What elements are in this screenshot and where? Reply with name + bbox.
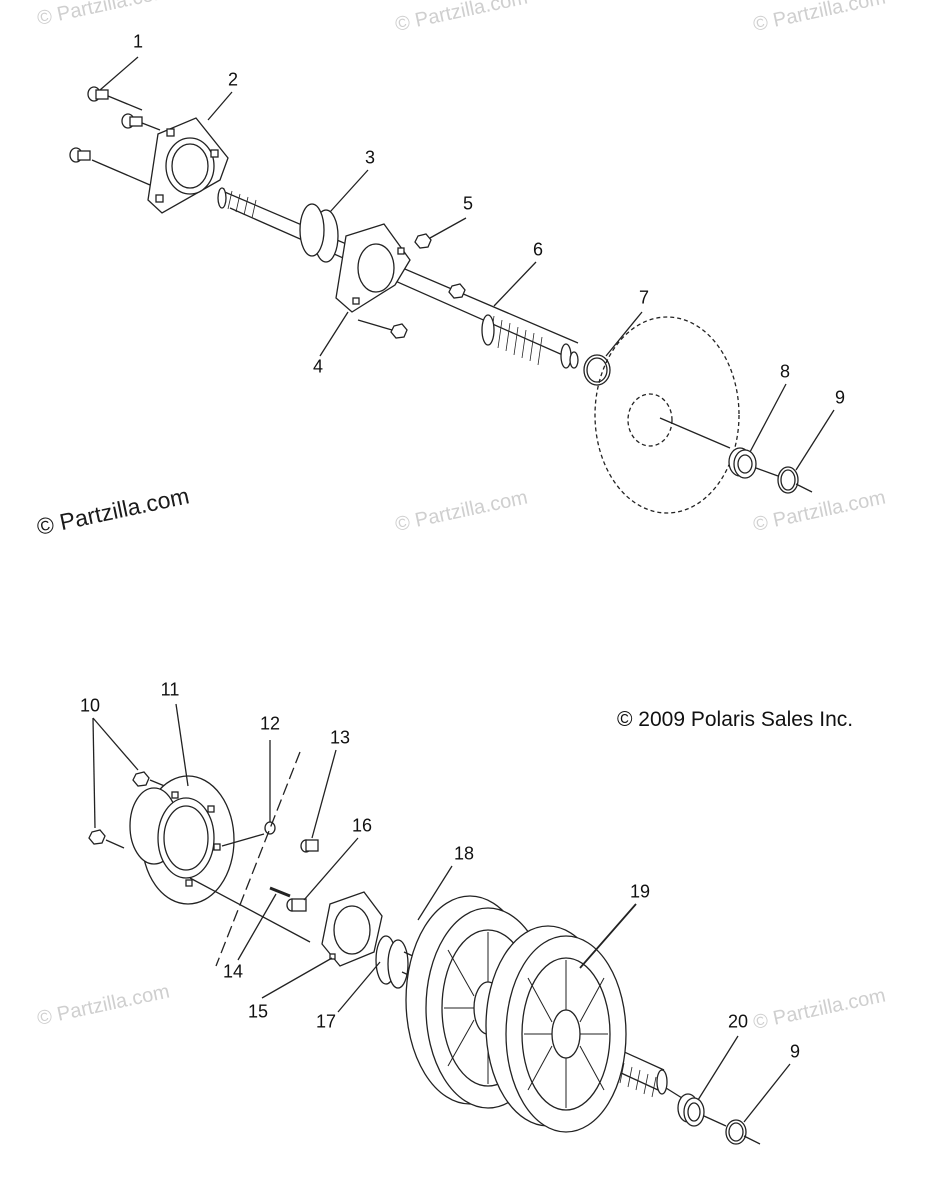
snap-ring: [725, 1119, 747, 1145]
lower-assembly: [88, 703, 791, 1145]
callout-label: 16: [351, 815, 373, 836]
callout-label: 8: [779, 361, 791, 382]
nut: [448, 283, 466, 299]
leader-line: [237, 893, 277, 961]
roll-pin: [269, 886, 291, 898]
leader-line: [429, 217, 467, 239]
drive-sprocket: [485, 925, 627, 1133]
screw: [121, 113, 161, 131]
snap-ring: [777, 466, 799, 494]
screw: [87, 86, 143, 111]
callout-label: 4: [312, 356, 324, 377]
leader-line: [92, 717, 96, 829]
bearing-plate: [335, 223, 411, 313]
callout-label: 11: [160, 679, 180, 700]
callout-label: 12: [259, 713, 281, 734]
pin: [300, 839, 319, 853]
leader-line: [795, 483, 813, 493]
leader-line: [329, 169, 369, 213]
leader-line: [795, 409, 835, 471]
leader-line: [175, 703, 189, 787]
leader-line: [659, 417, 731, 449]
leader-line: [105, 839, 125, 849]
leader-line: [92, 717, 139, 771]
leader-line: [755, 467, 779, 477]
callout-label: 6: [532, 239, 544, 260]
callout-label: 20: [727, 1011, 749, 1032]
flange-plate: [147, 117, 229, 214]
pin: [286, 898, 307, 912]
leader-line: [697, 1035, 739, 1101]
callout-label: 14: [222, 961, 244, 982]
leader-line: [743, 1063, 791, 1123]
callout-label: 10: [79, 695, 101, 716]
leader-line: [703, 1115, 727, 1127]
leader-line: [493, 261, 537, 307]
copyright-notice: © 2009 Polaris Sales Inc.: [617, 708, 854, 731]
bushing: [677, 1093, 705, 1127]
callout-label: 9: [834, 387, 846, 408]
callout-label: 2: [227, 69, 239, 90]
callout-label: 5: [462, 193, 474, 214]
leader-line: [207, 91, 233, 121]
washer: [264, 821, 276, 835]
leader-line: [189, 877, 311, 943]
bearing-plate: [321, 891, 383, 967]
callout-label: 18: [453, 843, 475, 864]
callout-label: 1: [132, 31, 144, 52]
leader-line: [665, 1087, 683, 1099]
upper-assembly: [69, 56, 835, 514]
callout-label: 3: [364, 147, 376, 168]
callout-label: 9: [789, 1041, 801, 1062]
nut: [390, 323, 408, 339]
leader-line: [311, 749, 337, 839]
leader-line: [417, 865, 453, 921]
leader-line: [319, 311, 349, 357]
callout-label: 7: [638, 287, 650, 308]
leader-line: [261, 957, 333, 999]
clutch-disc-outline: [594, 316, 740, 514]
callout-label: 17: [315, 1011, 337, 1032]
bushing: [728, 447, 757, 479]
leader-line: [749, 383, 787, 453]
bearing: [375, 935, 409, 989]
callout-label: 15: [247, 1001, 269, 1022]
dashed-divider: [215, 751, 301, 967]
o-ring: [583, 354, 611, 386]
callout-label: 19: [629, 881, 651, 902]
nut: [132, 771, 150, 787]
leader-line: [303, 837, 359, 901]
bearing-housing: [129, 775, 235, 905]
screw: [69, 147, 151, 186]
leader-line: [605, 311, 643, 357]
leader-line: [337, 961, 381, 1013]
callout-label: 13: [329, 727, 351, 748]
leader-line: [743, 1135, 761, 1145]
leader-line: [579, 903, 637, 969]
leader-line: [357, 319, 393, 331]
leader-line: [221, 833, 265, 847]
leader-line: [99, 56, 139, 91]
nut: [88, 829, 106, 845]
nut: [414, 233, 432, 249]
